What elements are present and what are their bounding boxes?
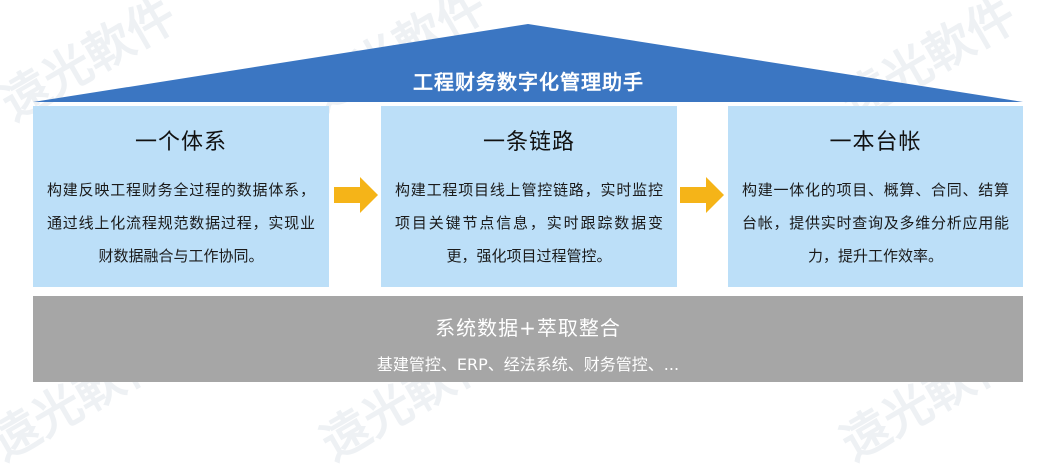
pillar-title: 一本台帐	[829, 130, 922, 155]
pillar-link: 一条链路 构建工程项目线上管控链路，实时监控项目关键节点信息，实时跟踪数据变更，…	[381, 106, 677, 287]
arrow-right-icon	[680, 177, 724, 213]
pillar-ledger: 一本台帐 构建一体化的项目、概算、合同、结算台帐，提供实时查询及多维分析应用能力…	[728, 106, 1023, 287]
pillar-body: 构建工程项目线上管控链路，实时监控项目关键节点信息，实时跟踪数据变更，强化项目过…	[395, 181, 663, 265]
pillar-title: 一个体系	[134, 130, 227, 155]
foundation-bar: 系统数据+萃取整合 基建管控、ERP、经法系统、财务管控、...	[33, 296, 1023, 382]
roof-shape	[33, 24, 1023, 102]
foundation-subtitle: 基建管控、ERP、经法系统、财务管控、...	[376, 355, 680, 374]
pillar-system: 一个体系 构建反映工程财务全过程的数据体系，通过线上化流程规范数据过程，实现业财…	[33, 106, 329, 287]
foundation-title: 系统数据+萃取整合	[435, 316, 621, 340]
pillar-title: 一条链路	[482, 130, 575, 155]
roof-title: 工程财务数字化管理助手	[413, 70, 644, 94]
pillar-body: 构建反映工程财务全过程的数据体系，通过线上化流程规范数据过程，实现业财数据融合与…	[47, 181, 315, 265]
pillar-body: 构建一体化的项目、概算、合同、结算台帐，提供实时查询及多维分析应用能力，提升工作…	[742, 181, 1009, 265]
arrow-right-icon	[334, 177, 378, 213]
